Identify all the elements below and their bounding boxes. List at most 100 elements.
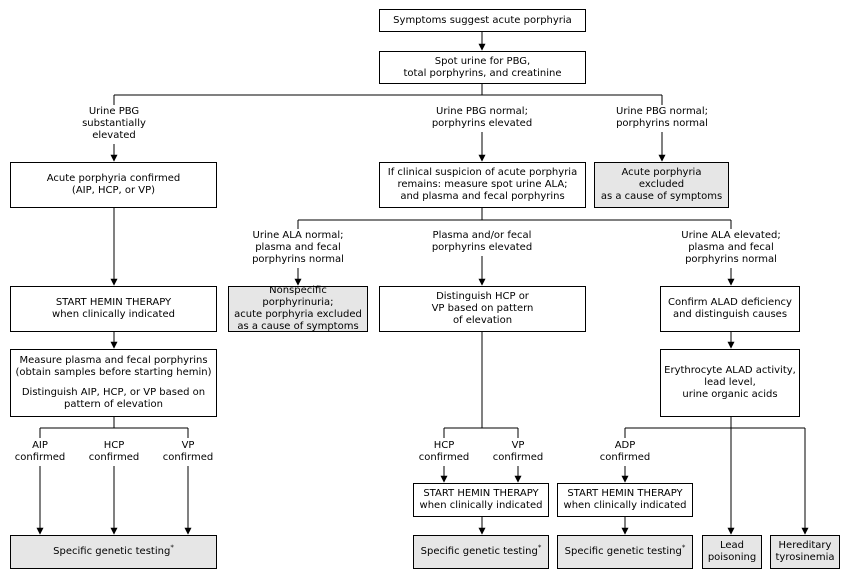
edge-label-hcp-confirmed-left: HCP confirmed xyxy=(88,440,140,464)
edge-label-ala-elevated: Urine ALA elevated; plasma and fecal por… xyxy=(681,230,781,266)
node-distinguish-hcp-vp: Distinguish HCP or VP based on pattern o… xyxy=(379,286,586,332)
edge-label-vp-confirmed-mid: VP confirmed xyxy=(492,440,544,464)
label-text: VP xyxy=(181,440,195,451)
node-start-hemin-left: START HEMIN THERAPY when clinically indi… xyxy=(10,286,217,332)
node-text: Acute porphyria confirmed xyxy=(46,173,181,184)
node-text: Confirm ALAD deficiency xyxy=(668,297,792,308)
node-text: Measure plasma and fecal porphyrins xyxy=(19,355,208,366)
footnote-marker: * xyxy=(681,543,686,552)
label-text: VP xyxy=(511,440,525,451)
node-text: and plasma and fecal porphyrins xyxy=(400,191,565,202)
label-text: confirmed xyxy=(418,452,470,463)
node-text: and distinguish causes xyxy=(672,309,788,320)
node-hereditary-tyrosinemia: Hereditary tyrosinemia xyxy=(770,535,840,569)
node-text: of elevation xyxy=(452,315,513,326)
label-text: plasma and fecal xyxy=(688,242,774,253)
node-confirm-alad: Confirm ALAD deficiency and distinguish … xyxy=(660,286,800,332)
label-text: porphyrins elevated xyxy=(431,242,533,253)
label-text: Urine PBG normal; xyxy=(436,106,528,117)
edge-label-plasma-fecal-elevated: Plasma and/or fecal porphyrins elevated xyxy=(431,230,533,254)
label-text: AIP xyxy=(32,440,48,451)
node-text: Acute porphyria excluded xyxy=(621,167,702,190)
label-text: confirmed xyxy=(162,452,214,463)
node-spot-urine: Spot urine for PBG, total porphyrins, an… xyxy=(379,51,586,84)
label-text: Urine ALA elevated; xyxy=(681,230,781,241)
node-text: acute porphyria excluded xyxy=(234,309,362,320)
node-symptoms: Symptoms suggest acute porphyria xyxy=(379,9,586,32)
label-text: porphyrins elevated xyxy=(431,118,533,129)
node-text: START HEMIN THERAPY xyxy=(423,488,539,499)
footnote-marker: * xyxy=(170,543,174,552)
node-text: when clinically indicated xyxy=(419,500,543,511)
node-genetic-testing-mid: Specific genetic testing* xyxy=(413,535,549,569)
node-clinical-suspicion: If clinical suspicion of acute porphyria… xyxy=(379,162,586,208)
label-text: Urine ALA normal; xyxy=(252,230,344,241)
node-text: Nonspecific porphyrinuria; xyxy=(262,285,334,308)
node-genetic-testing-left: Specific genetic testing* xyxy=(10,535,217,569)
node-text: when clinically indicated xyxy=(563,500,687,511)
node-start-hemin-adp: START HEMIN THERAPY when clinically indi… xyxy=(557,483,693,517)
label-text: confirmed xyxy=(14,452,66,463)
edge-label-aip-confirmed: AIP confirmed xyxy=(14,440,66,464)
node-text: total porphyrins, and creatinine xyxy=(403,67,562,79)
label-text: porphyrins normal xyxy=(616,118,708,129)
node-text: Hereditary xyxy=(778,540,832,551)
footnote-marker: * xyxy=(537,543,542,552)
label-text: substantially xyxy=(82,118,146,129)
label-text: Urine PBG xyxy=(88,106,140,117)
node-text: Specific genetic testing xyxy=(420,546,538,557)
node-text: If clinical suspicion of acute porphyria xyxy=(387,167,578,178)
node-text: Specific genetic testing xyxy=(53,546,171,557)
node-text: START HEMIN THERAPY xyxy=(55,297,172,308)
node-text: poisoning xyxy=(707,552,757,563)
node-text: remains: measure spot urine ALA; xyxy=(397,179,568,190)
node-text: Erythrocyte ALAD activity, xyxy=(664,365,796,376)
node-text: when clinically indicated xyxy=(52,309,175,320)
node-text: tyrosinemia xyxy=(775,552,835,563)
label-text: confirmed xyxy=(88,452,140,463)
label-text: ADP xyxy=(614,440,636,451)
node-text: lead level, xyxy=(704,377,756,388)
edge-label-hcp-confirmed-mid: HCP confirmed xyxy=(418,440,470,464)
label-text: porphyrins normal xyxy=(252,254,344,265)
node-text: START HEMIN THERAPY xyxy=(567,488,683,499)
edge-label-pbg-normal-porphyrins-elevated: Urine PBG normal; porphyrins elevated xyxy=(431,106,533,130)
label-text: plasma and fecal xyxy=(255,242,341,253)
node-lead-poisoning: Lead poisoning xyxy=(702,535,762,569)
node-genetic-testing-right: Specific genetic testing* xyxy=(557,535,693,569)
node-text: Distinguish HCP or xyxy=(436,291,529,302)
edge-label-pbg-elevated: Urine PBG substantially elevated xyxy=(82,106,146,142)
node-acute-porphyria-confirmed: Acute porphyria confirmed (AIP, HCP, or … xyxy=(10,162,217,208)
edge-label-ala-normal: Urine ALA normal; plasma and fecal porph… xyxy=(252,230,344,266)
label-text: porphyrins normal xyxy=(685,254,777,265)
label-text: Urine PBG normal; xyxy=(616,106,708,117)
node-nonspecific-porphyrinuria: Nonspecific porphyrinuria; acute porphyr… xyxy=(228,285,368,332)
node-text: Lead xyxy=(719,540,745,551)
label-text: confirmed xyxy=(599,452,651,463)
edge-label-adp-confirmed: ADP confirmed xyxy=(599,440,651,464)
label-text: HCP xyxy=(433,440,455,451)
label-text: HCP xyxy=(103,440,125,451)
node-text: pattern of elevation xyxy=(63,399,164,410)
node-text: urine organic acids xyxy=(682,389,778,400)
node-erythrocyte-alad: Erythrocyte ALAD activity, lead level, u… xyxy=(660,349,800,417)
node-text: VP based on pattern xyxy=(431,303,534,314)
node-text: Specific genetic testing xyxy=(564,546,682,557)
node-start-hemin-hcp-vp: START HEMIN THERAPY when clinically indi… xyxy=(413,483,549,517)
edge-label-vp-confirmed-left: VP confirmed xyxy=(162,440,214,464)
node-text: Distinguish AIP, HCP, or VP based on xyxy=(21,387,206,398)
node-text: Spot urine for PBG, xyxy=(434,55,531,67)
label-text: elevated xyxy=(92,130,136,141)
node-text: as a cause of symptoms xyxy=(600,191,723,202)
label-text: Plasma and/or fecal xyxy=(432,230,532,241)
node-measure-plasma-fecal: Measure plasma and fecal porphyrins (obt… xyxy=(10,349,217,417)
node-text: as a cause of symptoms xyxy=(237,321,359,332)
node-text: (obtain samples before starting hemin) xyxy=(15,367,212,378)
edge-label-pbg-normal-porphyrins-normal: Urine PBG normal; porphyrins normal xyxy=(616,106,708,130)
node-text: Symptoms suggest acute porphyria xyxy=(393,14,572,26)
node-acute-porphyria-excluded: Acute porphyria excluded as a cause of s… xyxy=(594,162,729,208)
label-text: confirmed xyxy=(492,452,544,463)
node-text: (AIP, HCP, or VP) xyxy=(71,185,156,196)
